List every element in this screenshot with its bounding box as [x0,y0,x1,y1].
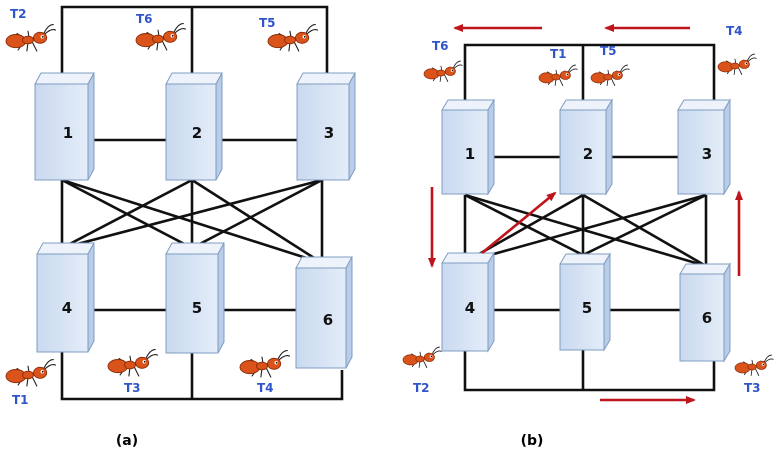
panel-a-ant-label-t4: T4 [257,381,274,395]
ant-icon [734,354,774,376]
panel-b-block-4-label: 4 [465,299,475,317]
panel-b-block-2: 2 [559,98,613,196]
panel-b-block-1: 1 [441,98,495,196]
ant-icon [423,60,463,82]
panel-a: 1 2 3 4 5 6 [5,5,356,449]
panel-b-block-4: 4 [441,251,495,353]
panel-b-block-1-label: 1 [465,145,475,163]
panel-b-block-5: 5 [559,252,611,352]
ant-icon [107,349,159,377]
ant-icon [402,346,442,368]
panel-a-ant-label-t2: T2 [10,7,27,21]
panel-b-ant-label-t3: T3 [744,381,761,395]
panel-b-arrows [428,24,743,404]
panel-b-block-2-label: 2 [583,145,593,163]
panel-a-block-4: 4 [36,242,95,353]
panel-a-block-5-label: 5 [192,299,202,317]
panel-b-caption: (b) [521,433,544,449]
panel-a-block-6: 6 [295,256,353,369]
arrow-icon [481,191,557,255]
panel-a-block-5: 5 [165,242,225,354]
ant-icon [5,359,57,387]
ant-icon [5,24,57,52]
panel-b-block-6-label: 6 [702,309,712,327]
panel-a-ant-label-t5: T5 [259,16,276,30]
ant-icon [239,350,291,378]
ant-icon [590,64,630,86]
panel-a-ant-label-t1: T1 [12,393,29,407]
panel-b-ant-label-t2: T2 [413,381,430,395]
panel-a-block-2-label: 2 [192,124,202,142]
panel-a-links [60,5,344,401]
panel-a-block-3: 3 [296,72,356,181]
ant-icon [135,23,187,51]
panel-a-block-3-label: 3 [324,124,334,142]
panel-b-block-3-label: 3 [702,145,712,163]
panel-a-block-1: 1 [34,72,95,181]
panel-a-ant-label-t6: T6 [136,12,153,26]
panel-a-caption: (a) [116,433,138,449]
panel-a-block-1-label: 1 [63,124,73,142]
panel-b-links [463,43,716,392]
ant-icon [538,64,578,86]
panel-a-block-2: 2 [165,72,223,181]
panel-b-ant-label-t5: T5 [600,44,617,58]
panel-b-block-5-label: 5 [582,299,592,317]
panel-b-ant-label-t6: T6 [432,39,449,53]
panel-a-ant-label-t3: T3 [124,381,141,395]
panel-b-block-3: 3 [677,98,731,196]
panel-a-block-6-label: 6 [323,311,333,329]
panel-b-ant-label-t4: T4 [726,24,743,38]
ant-icon [717,53,757,75]
panel-b-block-6: 6 [679,262,731,363]
panel-a-block-4-label: 4 [62,299,72,317]
panel-b-ant-label-t1: T1 [550,47,567,61]
panel-b: 1 2 3 4 5 6 [402,24,774,449]
